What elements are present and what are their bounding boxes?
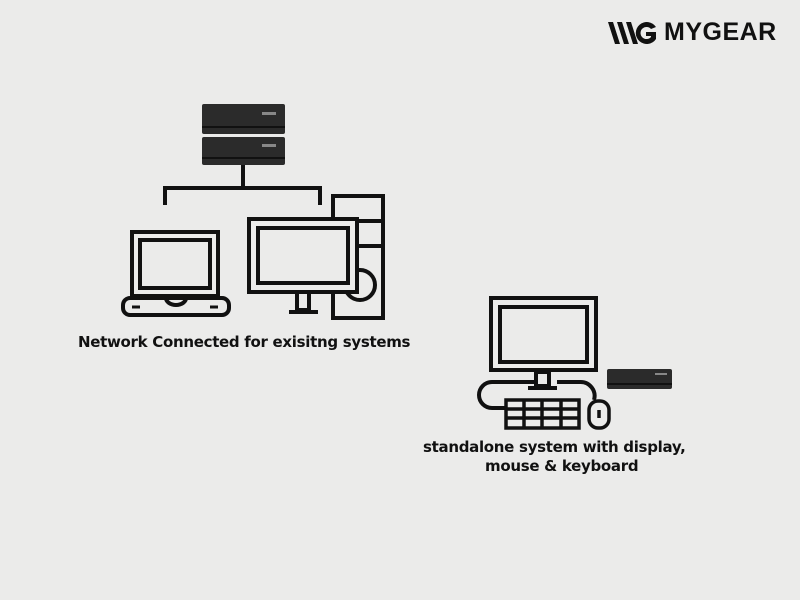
laptop-icon: [121, 230, 231, 317]
standalone-monitor-icon: [477, 296, 598, 410]
network-label: Network Connected for exisitng systems: [78, 333, 411, 351]
server-stack-icon: [202, 104, 285, 165]
standalone-label-line2: mouse & keyboard: [485, 457, 639, 475]
mygear-logo-icon: [608, 21, 656, 44]
keyboard-icon: [504, 398, 581, 430]
mouse-icon: [587, 399, 611, 430]
cable: [477, 380, 536, 410]
network-connector: [163, 165, 322, 205]
mini-pc-icon: [607, 369, 672, 389]
standalone-label: standalone system with display, mouse & …: [423, 438, 686, 476]
desktop-monitor-icon: [247, 217, 359, 314]
standalone-label-line1: standalone system with display,: [423, 438, 686, 456]
logo-text: MYGEAR: [664, 18, 777, 46]
brand-logo: MYGEAR: [606, 18, 777, 47]
